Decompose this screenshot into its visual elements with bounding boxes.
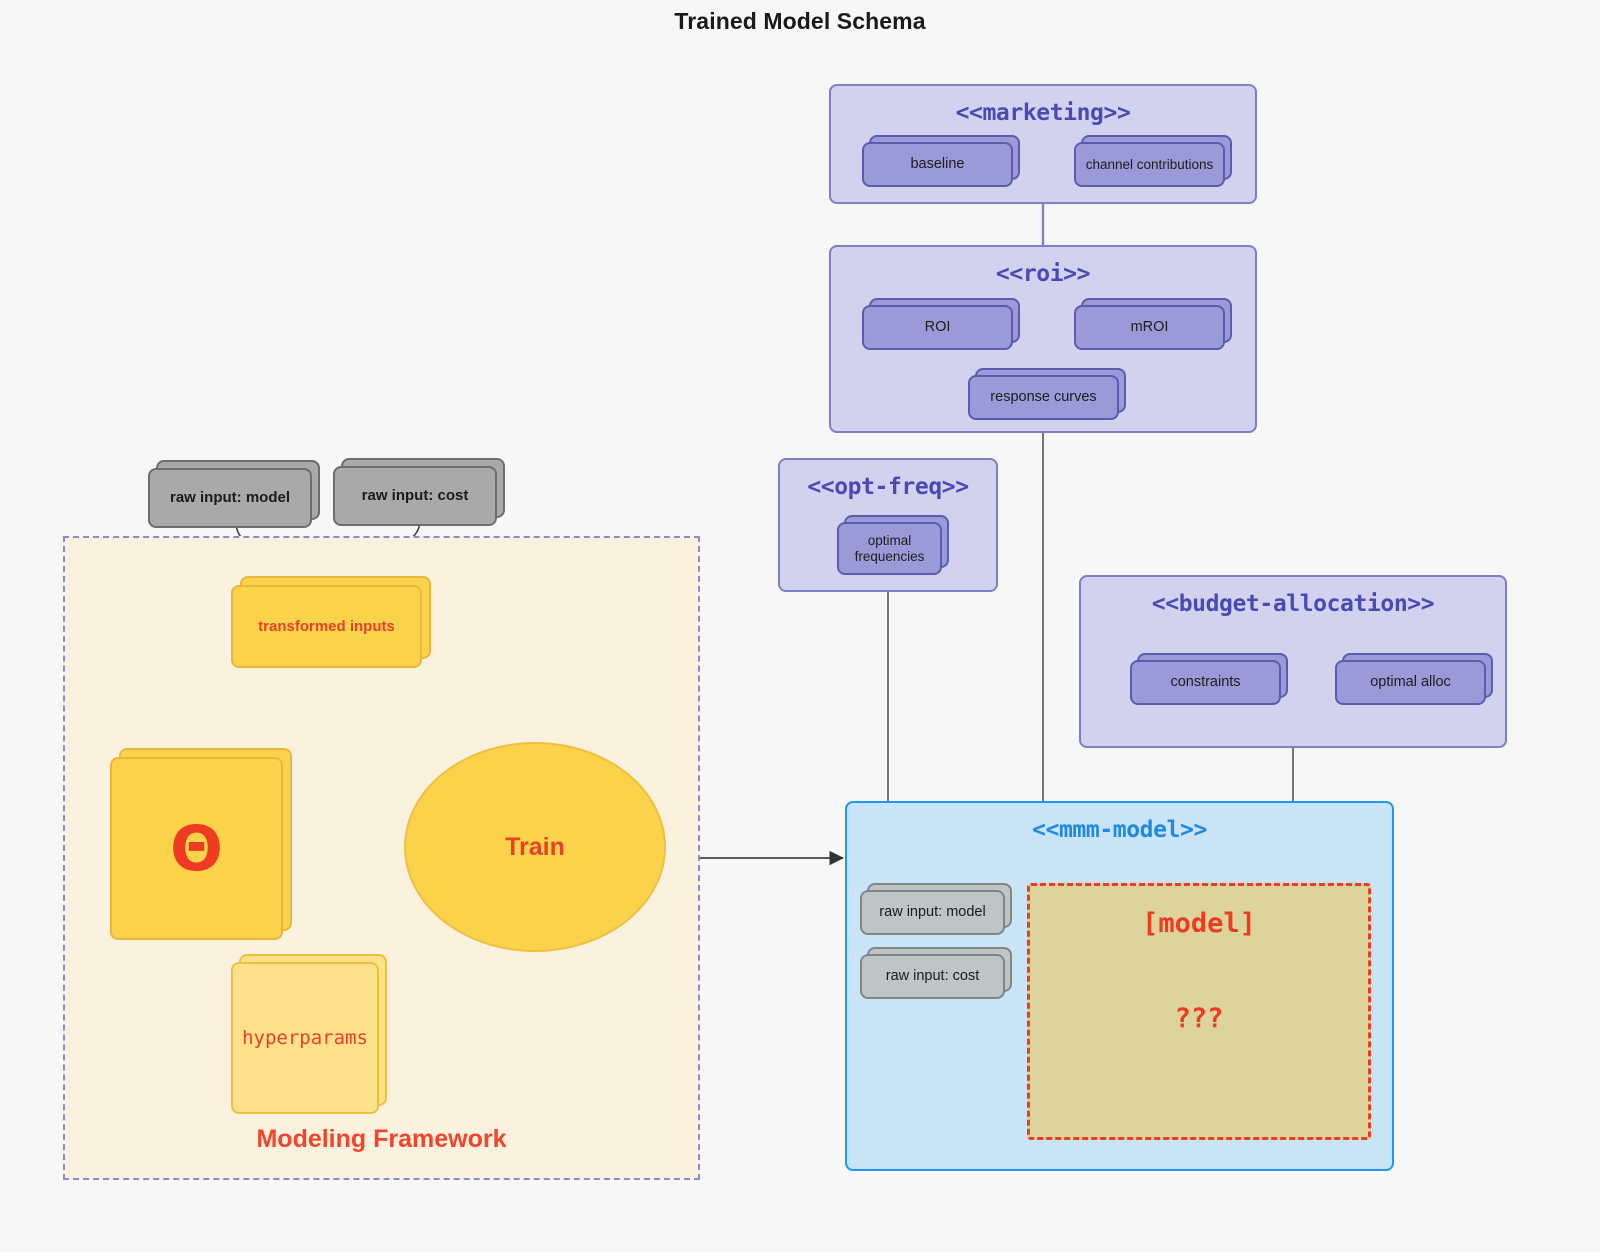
transformed-inputs-label: transformed inputs: [231, 585, 422, 668]
mmm-raw-input-model-node[interactable]: raw input: model: [860, 883, 1012, 935]
response-curves-label: response curves: [968, 375, 1119, 420]
constraints-node[interactable]: constraints: [1130, 653, 1288, 705]
package-marketing: <<marketing>> baseline channel contribut…: [829, 84, 1257, 204]
optimal-frequencies-line1: optimal: [867, 532, 912, 548]
hyperparams-label: hyperparams: [231, 962, 379, 1114]
package-opt-freq-title: <<opt-freq>>: [807, 474, 969, 500]
baseline-node[interactable]: baseline: [862, 135, 1020, 187]
roi-label: ROI: [862, 305, 1013, 350]
package-marketing-title: <<marketing>>: [955, 100, 1131, 126]
transformed-inputs-node[interactable]: transformed inputs: [231, 576, 431, 668]
optimal-frequencies-label: optimal frequencies: [837, 522, 942, 575]
package-budget-allocation: <<budget-allocation>> constraints optima…: [1079, 575, 1507, 748]
channel-contributions-label: channel contributions: [1074, 142, 1225, 187]
hyperparams-node[interactable]: hyperparams: [231, 954, 387, 1114]
modeling-framework-label: Modeling Framework: [256, 1125, 507, 1153]
optimal-alloc-label: optimal alloc: [1335, 660, 1486, 705]
optimal-frequencies-node[interactable]: optimal frequencies: [837, 515, 949, 575]
mroi-label: mROI: [1074, 305, 1225, 350]
raw-input-model-node[interactable]: raw input: model: [148, 460, 320, 528]
mmm-raw-input-cost-label: raw input: cost: [860, 954, 1005, 999]
optimal-alloc-node[interactable]: optimal alloc: [1335, 653, 1493, 705]
package-roi: <<roi>> ROI mROI response curves: [829, 245, 1257, 433]
theta-label: Θ: [110, 757, 283, 940]
mroi-node[interactable]: mROI: [1074, 298, 1232, 350]
mmm-raw-input-cost-node[interactable]: raw input: cost: [860, 947, 1012, 999]
raw-input-cost-node[interactable]: raw input: cost: [333, 458, 505, 526]
page-title: Trained Model Schema: [674, 8, 926, 34]
response-curves-node[interactable]: response curves: [968, 368, 1126, 420]
channel-contributions-node[interactable]: channel contributions: [1074, 135, 1232, 187]
raw-input-cost-label: raw input: cost: [333, 466, 497, 526]
model-placeholder-box[interactable]: [model] ???: [1027, 883, 1371, 1140]
model-placeholder-unknown: ???: [1174, 1003, 1224, 1034]
theta-node[interactable]: Θ: [110, 748, 292, 940]
constraints-label: constraints: [1130, 660, 1281, 705]
package-roi-title: <<roi>>: [995, 261, 1091, 287]
optimal-frequencies-line2: frequencies: [854, 548, 925, 564]
mmm-raw-input-model-label: raw input: model: [860, 890, 1005, 935]
baseline-label: baseline: [862, 142, 1013, 187]
package-mmm-model-title: <<mmm-model>>: [1032, 817, 1207, 843]
model-placeholder-label: [model]: [1142, 908, 1256, 939]
package-mmm-model: <<mmm-model>> raw input: model raw input…: [845, 801, 1394, 1171]
roi-node[interactable]: ROI: [862, 298, 1020, 350]
package-budget-allocation-title: <<budget-allocation>>: [1151, 591, 1435, 617]
package-opt-freq: <<opt-freq>> optimal frequencies: [778, 458, 998, 592]
raw-input-model-label: raw input: model: [148, 468, 312, 528]
train-node[interactable]: Train: [404, 742, 666, 952]
